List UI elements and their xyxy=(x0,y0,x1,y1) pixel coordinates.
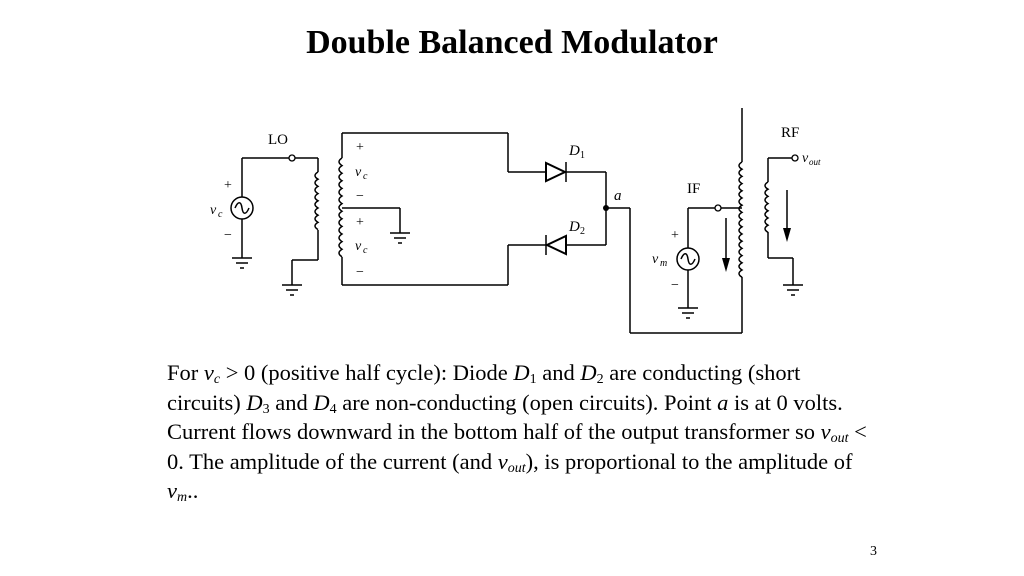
sec-bot-plus: + xyxy=(356,215,364,230)
caption-sub: 3 xyxy=(262,401,270,417)
explanation-paragraph: For vc > 0 (positive half cycle): Diode … xyxy=(167,358,867,506)
caption-text: are conducting (short circuits) xyxy=(167,360,801,415)
if-minus: − xyxy=(671,278,679,293)
if-plus: + xyxy=(671,228,679,243)
sec-top-v: v xyxy=(355,165,362,180)
input-transformer: + v c − + v c − xyxy=(282,133,410,296)
rf-current-arrow xyxy=(783,228,791,242)
caption-text: is at 0 volts. Current flows downward in… xyxy=(167,389,843,445)
caption-var: D xyxy=(246,389,263,415)
lo-vc-sub: c xyxy=(218,209,223,220)
lo-plus: + xyxy=(224,178,232,193)
diode-d2 xyxy=(544,234,567,256)
lo-vc-v: v xyxy=(210,203,217,218)
vout-terminal xyxy=(791,154,799,162)
sec-bot-v: v xyxy=(355,239,362,254)
caption-text: For xyxy=(167,360,204,385)
d1-sub: 1 xyxy=(580,150,585,161)
sec-top-minus: − xyxy=(356,189,364,204)
output-transformer: RF v out xyxy=(738,108,821,333)
sec-top-sub: c xyxy=(363,171,368,182)
d2-sub: 2 xyxy=(580,226,585,237)
diode-d1 xyxy=(545,161,568,183)
lo-source: LO + − v c xyxy=(210,132,296,269)
caption-var: v xyxy=(820,419,831,444)
d1-label: D xyxy=(568,143,580,159)
caption-text: ), is proportional to the amplitude of xyxy=(525,448,853,474)
vm-sub: m xyxy=(660,258,667,269)
caption-text: are non-conducting (open circuits). Poin… xyxy=(336,389,718,415)
rf-label: RF xyxy=(781,125,799,141)
caption-text: and xyxy=(536,360,581,385)
vout-sub: out xyxy=(809,157,821,167)
caption-var: D xyxy=(580,360,597,385)
caption-text: .. xyxy=(187,478,199,503)
sec-bot-minus: − xyxy=(356,265,364,280)
caption-var: v xyxy=(497,448,508,474)
d2-label: D xyxy=(568,219,580,235)
caption-var: v xyxy=(167,478,177,503)
sec-top-plus: + xyxy=(356,140,364,155)
caption-text: < 0. The amplitude of the current (and xyxy=(167,419,867,474)
node-a-label: a xyxy=(614,188,622,204)
caption-var: D xyxy=(513,360,530,385)
vout-v: v xyxy=(802,151,809,166)
caption-sub: m xyxy=(177,490,188,505)
caption-sub: out xyxy=(830,431,849,446)
caption-sub: 2 xyxy=(596,372,604,387)
page-number: 3 xyxy=(870,544,877,559)
slide-title: Double Balanced Modulator xyxy=(306,24,718,61)
sec-bot-sub: c xyxy=(363,245,368,256)
caption-sub: 4 xyxy=(329,401,337,417)
caption-var: D xyxy=(313,389,330,415)
caption-sub: c xyxy=(213,372,221,387)
if-current-arrow xyxy=(722,258,730,272)
caption-var: a xyxy=(717,389,729,415)
caption-sub: 1 xyxy=(529,372,537,387)
caption-text: and xyxy=(269,389,314,415)
caption-sub: out xyxy=(507,460,526,476)
diode-network: D 1 D 2 a xyxy=(342,132,742,334)
lo-label: LO xyxy=(268,132,288,148)
caption-var: v xyxy=(203,360,214,385)
if-label: IF xyxy=(687,181,700,197)
if-source: IF + − v m xyxy=(652,181,742,319)
lo-minus: − xyxy=(224,228,232,243)
vm-v: v xyxy=(652,252,659,267)
caption-text: > 0 (positive half cycle): Diode xyxy=(220,360,514,385)
